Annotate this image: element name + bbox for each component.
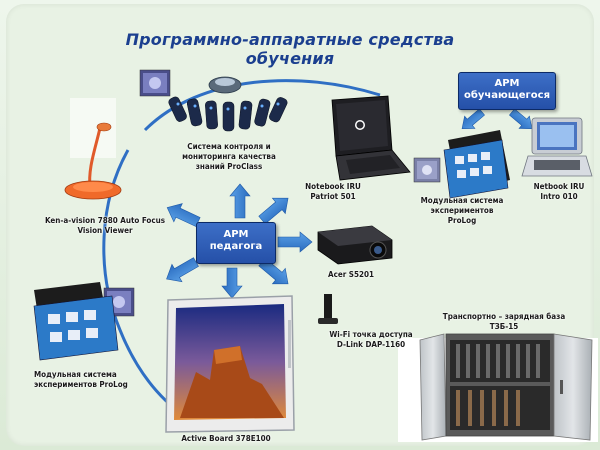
teacher-arrows [166, 183, 313, 299]
caption-proclass-line2: мониторинга качества [182, 152, 276, 161]
caption-proclass-line1: Система контроля и [187, 142, 271, 151]
proclass-cd-icon [139, 69, 171, 97]
caption-prolog-top-line2: экспериментов [430, 206, 494, 215]
caption-wifi-line1: Wi-Fi точка доступа [329, 330, 413, 339]
caption-notebook-patriot-line1: Notebook IRU [305, 182, 361, 191]
student-box-line2: обучающегося [464, 90, 550, 101]
caption-acer-line1: Acer S5201 [328, 270, 374, 279]
caption-prolog-top: Модульная система экспериментов ProLog [414, 196, 510, 226]
caption-kenavision: Ken-a-vision 7880 Auto Focus Vision View… [30, 216, 180, 236]
arrow-to-netbook [509, 108, 533, 130]
prolog-case-bottom-icon [33, 282, 119, 361]
page-title: Программно-аппаратные средства обучения [125, 30, 455, 68]
caption-activeboard: Active Board 378E100 [166, 434, 286, 444]
caption-transport-line2: ТЗБ-15 [489, 322, 519, 331]
student-box-line1: АРМ [494, 78, 520, 89]
prolog-cd-icon [413, 157, 441, 183]
caption-proclass-line3: знаний ProClass [195, 162, 263, 171]
wifi-access-point-icon [318, 294, 338, 324]
caption-prolog-bottom: Модульная система экспериментов ProLog [34, 370, 144, 390]
caption-wifi: Wi-Fi точка доступа D-Link DAP-1160 [316, 330, 426, 350]
caption-prolog-top-line1: Модульная система [420, 196, 504, 205]
active-board-icon [165, 295, 295, 433]
arrow-to-wifi [258, 257, 289, 285]
caption-netbook-intro: Netbook IRU Intro 010 [524, 182, 594, 202]
student-arrows [461, 108, 533, 130]
arrow-to-prolog-bottom [166, 257, 199, 283]
teacher-box-line1: АРМ [223, 229, 249, 240]
caption-kenavision-line2: Vision Viewer [77, 226, 133, 235]
prolog-case-top-icon [443, 130, 510, 199]
caption-prolog-top-line3: ProLog [447, 216, 477, 225]
arrow-to-notebook [258, 197, 289, 225]
arrow-to-acer [277, 231, 313, 253]
caption-transport-line1: Транспортно – зарядная база [442, 312, 566, 321]
caption-transport: Транспортно – зарядная база ТЗБ-15 [432, 312, 576, 332]
caption-wifi-line2: D-Link DAP-1160 [336, 340, 406, 349]
caption-netbook-intro-line1: Netbook IRU [533, 182, 585, 191]
arrow-to-kenavision [166, 203, 201, 227]
charging-cabinet-icon [398, 333, 598, 442]
caption-notebook-patriot: Notebook IRU Patriot 501 [298, 182, 368, 202]
caption-prolog-bottom-line1: Модульная система [34, 370, 117, 379]
caption-activeboard-line1: Active Board 378E100 [181, 434, 271, 443]
teacher-workstation-box: АРМ педагога [196, 222, 276, 264]
notebook-patriot-icon [331, 95, 411, 181]
student-workstation-box: АРМ обучающегося [458, 72, 556, 110]
proclass-remotes-icon [168, 76, 288, 132]
document-camera-icon [64, 98, 122, 200]
arrow-to-prolog-top [461, 108, 485, 130]
projector-icon [317, 225, 393, 265]
arrow-to-activeboard [221, 267, 243, 299]
caption-proclass: Система контроля и мониторинга качества … [170, 142, 288, 172]
caption-kenavision-line1: Ken-a-vision 7880 Auto Focus [44, 216, 166, 225]
caption-notebook-patriot-line2: Patriot 501 [310, 192, 356, 201]
caption-acer: Acer S5201 [316, 270, 386, 280]
caption-netbook-intro-line2: Intro 010 [540, 192, 578, 201]
arrow-to-proclass [229, 183, 251, 219]
teacher-box-line2: педагога [209, 241, 263, 252]
netbook-intro-icon [521, 117, 593, 177]
caption-prolog-bottom-line2: экспериментов ProLog [34, 380, 128, 389]
